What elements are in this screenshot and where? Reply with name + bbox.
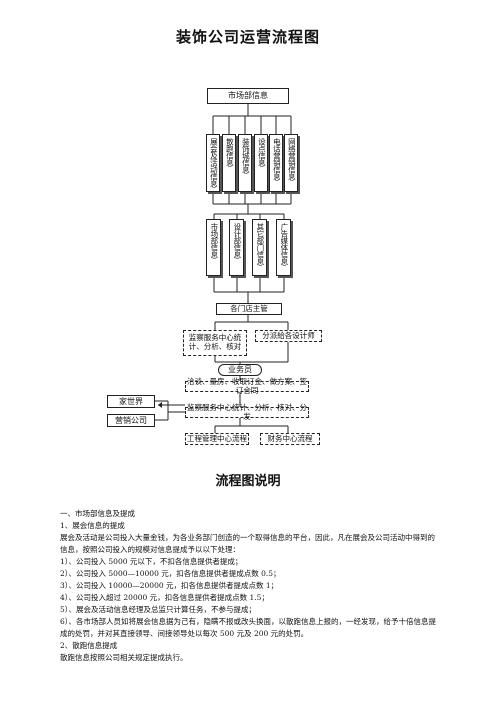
assign-designer-box: 分派給各设计师 bbox=[255, 330, 322, 342]
explain-line: 4）、公司投入超过 20000 元，扣各信息提供者提成点数 1.5； bbox=[60, 593, 269, 602]
explain-line: 展会及活动是公司投入大量金钱，为各业务部门创造的一个取得信息的平台，因此，凡在展… bbox=[60, 533, 435, 554]
explain-line: 1）、公司投入 5000 元以下，不扣各信息提供者提成； bbox=[60, 557, 243, 566]
source-booth-box: 设点信息 bbox=[254, 134, 268, 192]
store-manager-box: 各门店主管 bbox=[216, 303, 282, 315]
page-title: 装饰公司运营流程图 bbox=[175, 28, 320, 46]
explain-line: 一、市场部信息及提成 bbox=[60, 509, 135, 518]
explain-line: 3）、公司投入 10000—20000 元，扣各信息提供者提成点数 1； bbox=[60, 581, 279, 590]
source-walk-in-box: 散跑信息 bbox=[222, 134, 236, 192]
source-online-box: 网络营销信息 bbox=[284, 134, 298, 192]
source-market-dept-box: 市场部信息 bbox=[206, 219, 221, 276]
source-exhibition-box: 展会及活动信息 bbox=[206, 134, 220, 192]
finance-flow-box: 财务中心流程 bbox=[260, 433, 320, 445]
marketing-company-box: 营销公司 bbox=[107, 414, 155, 427]
explain-line: 1、展会信息的提成 bbox=[60, 521, 125, 530]
source-ad-media-box: 广告媒体信息 bbox=[276, 219, 291, 276]
explain-line: 2、散跑信息提成 bbox=[60, 641, 118, 650]
market-info-box: 市场部信息 bbox=[207, 88, 289, 104]
explain-line: 散跑信息按照公司相关规定提成执行。 bbox=[60, 653, 188, 662]
supervise-center-box: 监察服务中心统计、分析、核对、分发 bbox=[185, 402, 309, 421]
jiashijie-box: 家世界 bbox=[107, 395, 155, 408]
explain-line: 2）、公司投入 5000—10000 元，扣各信息提供者提成点数 0.5； bbox=[60, 569, 281, 578]
monitor-center-box: 监察服务中心统计、分析、核对 bbox=[183, 330, 247, 356]
source-deco-city-box: 装饰城信息 bbox=[238, 134, 252, 192]
source-design-dept-box: 设计部信息 bbox=[229, 219, 244, 276]
source-phone-box: 电话营销信息 bbox=[269, 134, 283, 192]
explain-line: 5）、展会及活动信息经理及总监只计算任务，不参与提成； bbox=[60, 605, 257, 614]
process-steps-box: 洽谈、量房、收取订金、做方案、签订合同 bbox=[185, 376, 309, 395]
source-other-dept-box: 其它部门信息 bbox=[252, 219, 267, 276]
explain-heading: 流程图说明 bbox=[215, 474, 281, 489]
salesman-box: 业务员 bbox=[218, 364, 262, 376]
flow-connectors bbox=[155, 104, 292, 433]
engineering-flow-box: 工程管理中心流程 bbox=[185, 433, 249, 445]
explain-line: 6）、各市场部人员如将展会信息据为己有，隐瞒不报或改头换面，以散跑信息上报的，一… bbox=[60, 617, 437, 638]
